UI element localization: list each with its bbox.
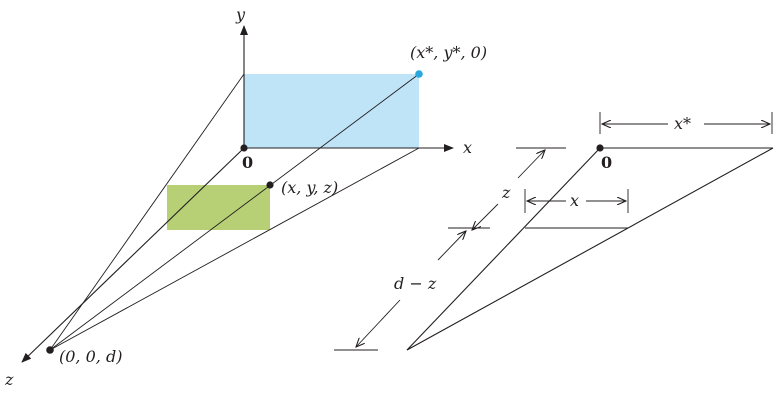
image-rectangle <box>244 74 419 148</box>
right-origin-point <box>596 144 604 152</box>
y-axis-label: y <box>235 5 246 24</box>
eye-point <box>46 346 54 354</box>
eye-point-label: (0, 0, d) <box>59 347 122 366</box>
z-axis <box>21 147 245 363</box>
image-point-label: (x*, y*, 0) <box>410 43 487 62</box>
z-dimension-label: z <box>501 183 511 202</box>
d-minus-z-arrow-up <box>437 231 466 261</box>
image-point <box>415 70 423 78</box>
right-figure: 0 x* x z d − z <box>334 112 774 351</box>
ray-to-origin <box>406 147 601 351</box>
x-axis-label: x <box>463 138 472 157</box>
z-arrow-up <box>517 150 545 179</box>
z-axis-label: z <box>4 370 14 389</box>
origin-label: 0 <box>242 153 253 172</box>
x-dimension-label: x <box>570 191 579 210</box>
origin-point <box>240 144 248 152</box>
d-minus-z-dimension-label: d − z <box>394 274 437 293</box>
left-figure: y x z 0 (x*, y*, 0) (x, y, z) (0, 0, d) <box>4 5 487 389</box>
ray-to-image-point <box>49 73 420 351</box>
object-point <box>266 181 274 189</box>
ray-to-y-top <box>49 73 245 351</box>
d-minus-z-arrow-down <box>356 299 401 347</box>
ray-to-far-corner <box>406 147 774 351</box>
object-point-label: (x, y, z) <box>281 178 338 197</box>
right-origin-label: 0 <box>601 153 612 172</box>
z-arrow-down <box>472 203 499 230</box>
object-rectangle <box>167 185 270 230</box>
ray-to-x-corner <box>49 147 420 351</box>
x-star-dimension-label: x* <box>674 114 691 133</box>
